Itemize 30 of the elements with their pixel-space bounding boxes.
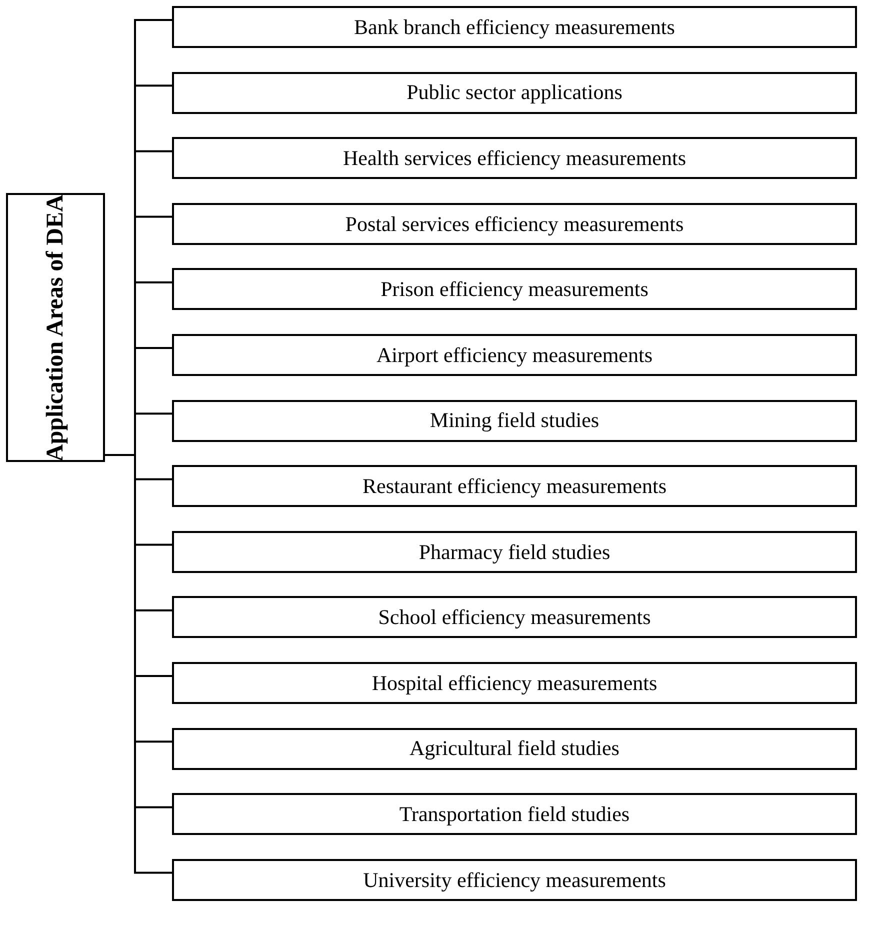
item-box <box>172 72 857 114</box>
item-label: Postal services efficiency measurements <box>345 210 684 237</box>
item-label: Hospital efficiency measurements <box>372 670 658 696</box>
item-box <box>172 400 857 442</box>
item-box <box>172 465 857 508</box>
item-box <box>172 268 857 310</box>
item-box <box>172 334 857 376</box>
item-box <box>172 793 857 836</box>
item-label: Health services efficiency measurements <box>342 145 686 172</box>
item-label: University efficiency measurements <box>363 866 666 893</box>
item-label: Bank branch efficiency measurements <box>354 14 675 40</box>
item-box <box>172 6 857 48</box>
item-label: Pharmacy field studies <box>418 538 610 565</box>
item-label: Agricultural field studies <box>410 735 620 762</box>
item-box <box>172 662 857 704</box>
title-box <box>6 193 105 462</box>
item-box <box>172 530 857 573</box>
item-label: Mining field studies <box>430 407 600 434</box>
item-label: Prison efficiency measurements <box>380 276 648 303</box>
item-label: Restaurant efficiency measurements <box>362 473 666 500</box>
item-box <box>172 728 857 770</box>
item-label: Public sector applications <box>406 79 622 106</box>
item-box <box>172 202 857 245</box>
item-label: Airport efficiency measurements <box>376 342 652 368</box>
vertical-title: Application Areas of DEA <box>42 194 70 461</box>
item-label: Transportation field studies <box>399 801 630 828</box>
item-box <box>172 596 857 638</box>
item-box <box>172 858 857 901</box>
item-box <box>172 137 857 180</box>
item-label: School efficiency measurements <box>378 604 651 631</box>
